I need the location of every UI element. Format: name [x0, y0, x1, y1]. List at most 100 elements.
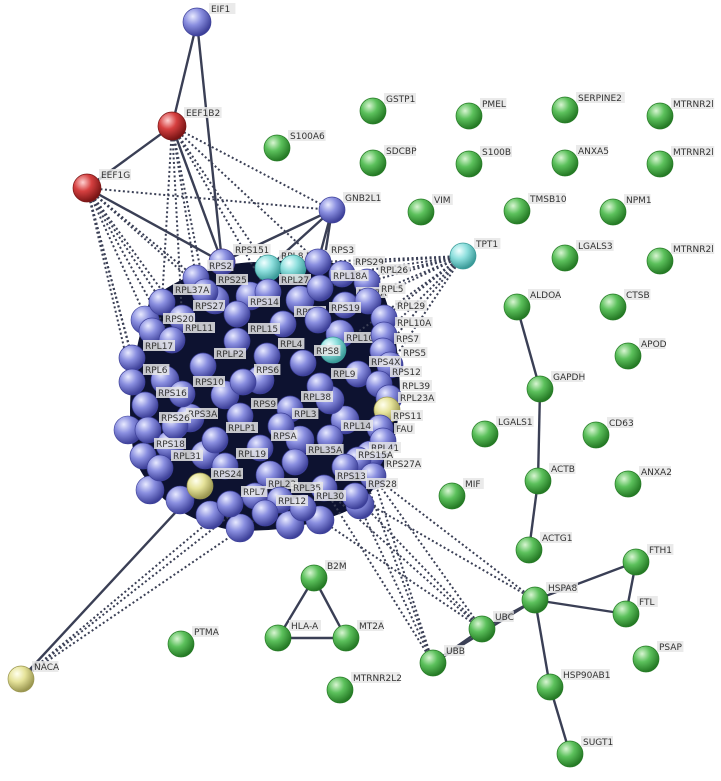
node-circle[interactable] — [326, 676, 354, 704]
node-circle[interactable] — [118, 368, 146, 396]
node-EIF1[interactable]: EIF1 — [182, 3, 236, 37]
node-circle[interactable] — [167, 630, 195, 658]
node-circle[interactable] — [289, 349, 317, 377]
node-EEF1B2[interactable]: EEF1B2 — [157, 107, 222, 141]
node-RPL6b[interactable]: RPL6 — [118, 364, 170, 396]
node-circle[interactable] — [503, 293, 531, 321]
node-UBC[interactable]: UBC — [468, 611, 514, 643]
node-circle[interactable] — [599, 198, 627, 226]
node-circle[interactable] — [632, 645, 660, 673]
node-circle[interactable] — [646, 247, 674, 275]
node-RPL5[interactable]: RPL5 — [354, 283, 406, 315]
node-circle[interactable] — [72, 173, 102, 203]
node-RPL35A[interactable]: RPL35A — [281, 444, 344, 476]
node-circle[interactable] — [526, 375, 554, 403]
node-circle[interactable] — [455, 102, 483, 130]
node-RPS28[interactable]: RPS28 — [341, 478, 398, 510]
node-circle[interactable] — [612, 600, 640, 628]
node-HSP90AB1[interactable]: HSP90AB1 — [536, 669, 610, 701]
node-S100A6[interactable]: S100A6 — [263, 130, 326, 162]
node-circle[interactable] — [599, 293, 627, 321]
node-circle[interactable] — [551, 96, 579, 124]
node-circle[interactable] — [556, 740, 584, 768]
node-LGALS3[interactable]: LGALS3 — [551, 240, 614, 272]
node-NACA[interactable]: NACA — [7, 661, 60, 693]
node-S100B[interactable]: S100B — [455, 146, 512, 178]
node-RPL31[interactable]: RPL31 — [146, 450, 203, 482]
node-circle[interactable] — [300, 564, 328, 592]
node-RPS3[interactable]: RPS3 — [304, 244, 356, 276]
node-circle[interactable] — [359, 149, 387, 177]
node-circle[interactable] — [216, 490, 244, 518]
node-RPL15[interactable]: RPL15 — [223, 323, 280, 355]
node-circle[interactable] — [186, 472, 214, 500]
node-circle[interactable] — [646, 102, 674, 130]
node-circle[interactable] — [354, 287, 382, 315]
node-RPS6[interactable]: RPS6 — [229, 364, 281, 396]
node-circle[interactable] — [189, 352, 217, 380]
node-circle[interactable] — [223, 300, 251, 328]
node-APOD[interactable]: APOD — [614, 338, 667, 370]
node-RPS24[interactable]: RPS24 — [186, 468, 243, 500]
node-circle[interactable] — [263, 134, 291, 162]
node-circle[interactable] — [148, 288, 176, 316]
node-MTRNR2a[interactable]: MTRNR2l — [646, 98, 715, 130]
node-EEF1G[interactable]: EEF1G — [72, 169, 131, 203]
node-CTSB[interactable]: CTSB — [599, 289, 651, 321]
node-RPS14[interactable]: RPS14 — [223, 296, 280, 328]
node-circle[interactable] — [438, 482, 466, 510]
node-circle[interactable] — [318, 196, 346, 224]
node-circle[interactable] — [468, 615, 496, 643]
node-PMEL[interactable]: PMEL — [455, 98, 507, 130]
node-TMSB10[interactable]: TMSB10 — [503, 193, 567, 225]
node-FTL[interactable]: FTL — [612, 596, 658, 628]
node-MT2A[interactable]: MT2A — [332, 620, 385, 652]
node-circle[interactable] — [449, 242, 477, 270]
node-PTMA[interactable]: PTMA — [167, 626, 220, 658]
node-HLA-A[interactable]: HLA-A — [264, 620, 321, 652]
node-circle[interactable] — [254, 254, 282, 282]
node-circle[interactable] — [407, 198, 435, 226]
node-circle[interactable] — [146, 454, 174, 482]
node-RPL4[interactable]: RPL4 — [253, 338, 305, 370]
node-NPM1[interactable]: NPM1 — [599, 194, 652, 226]
node-circle[interactable] — [264, 624, 292, 652]
node-RPL7[interactable]: RPL7 — [216, 486, 268, 518]
node-circle[interactable] — [157, 111, 187, 141]
node-circle[interactable] — [134, 416, 162, 444]
node-VIM[interactable]: VIM — [407, 194, 453, 226]
node-circle[interactable] — [118, 344, 146, 372]
node-RPLP2[interactable]: RPLP2 — [189, 348, 246, 380]
node-circle[interactable] — [419, 649, 447, 677]
node-GAPDH[interactable]: GAPDH — [526, 371, 585, 403]
node-RPL18A[interactable]: RPL18A — [306, 270, 369, 302]
node-RPL37A[interactable]: RPL37A — [148, 284, 211, 316]
node-MIF[interactable]: MIF — [438, 478, 484, 510]
node-PSAP[interactable]: PSAP — [632, 641, 684, 673]
node-circle[interactable] — [614, 342, 642, 370]
node-circle[interactable] — [455, 150, 483, 178]
node-circle[interactable] — [229, 368, 257, 396]
node-TPT1[interactable]: TPT1 — [449, 238, 501, 270]
node-circle[interactable] — [304, 306, 332, 334]
node-MTRNR2b[interactable]: MTRNR2l — [646, 146, 715, 178]
node-circle[interactable] — [7, 665, 35, 693]
node-circle[interactable] — [551, 244, 579, 272]
node-HSPA8[interactable]: HSPA8 — [521, 582, 578, 614]
node-FTH1[interactable]: FTH1 — [622, 544, 674, 576]
node-MTRNR2c[interactable]: MTRNR2l — [646, 243, 715, 275]
node-circle[interactable] — [332, 624, 360, 652]
node-ANXA2[interactable]: ANXA2 — [614, 466, 672, 498]
node-circle[interactable] — [503, 197, 531, 225]
node-circle[interactable] — [251, 499, 279, 527]
node-circle[interactable] — [646, 150, 674, 178]
node-RPS26[interactable]: RPS26 — [134, 412, 191, 444]
node-circle[interactable] — [281, 448, 309, 476]
node-RPS19[interactable]: RPS19 — [304, 302, 361, 334]
node-ALDOA[interactable]: ALDOA — [503, 289, 562, 321]
node-circle[interactable] — [582, 421, 610, 449]
node-GSTP1[interactable]: GSTP1 — [359, 93, 416, 125]
node-circle[interactable] — [304, 248, 332, 276]
node-circle[interactable] — [536, 673, 564, 701]
node-circle[interactable] — [131, 391, 159, 419]
